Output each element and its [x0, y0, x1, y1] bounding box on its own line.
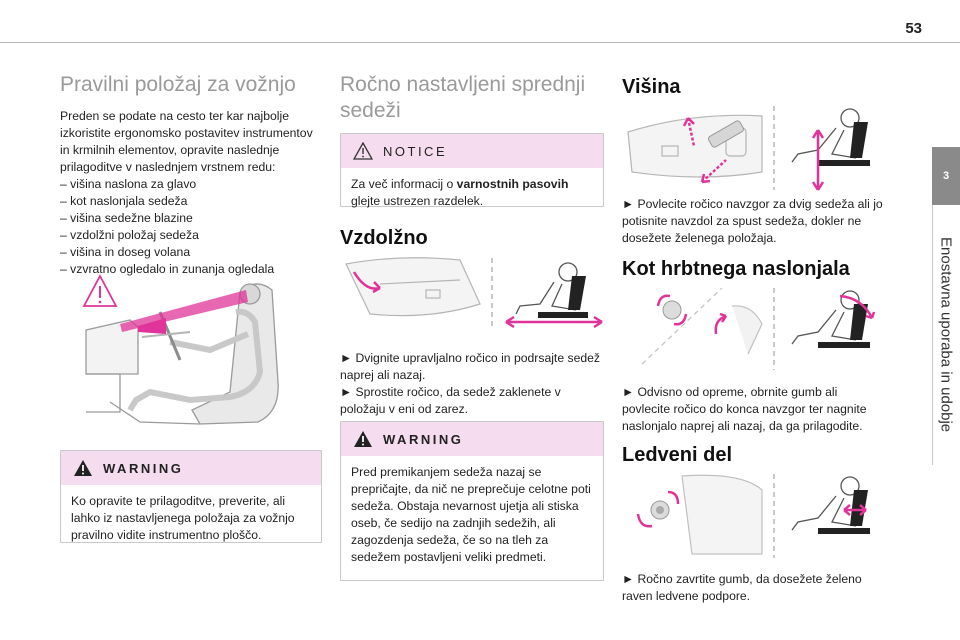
warning-label: WARNING: [383, 431, 464, 447]
seatbelt-link-text: varnostnih pasovih: [456, 177, 569, 191]
notice-text-part: Za več informacij o: [351, 177, 457, 191]
seat-longitudinal-illustration: [345, 257, 603, 330]
warning-box: WARNING Pred premikanjem sedeža nazaj se…: [340, 421, 604, 581]
column-manual-seats: Ročno nastavljeni sprednji sedeži: [340, 72, 604, 124]
adjustment-list: višina naslona za glavo kot naslonjala s…: [60, 176, 322, 278]
list-item: vzvratno ogledalo in zunanja ogledala: [60, 261, 322, 278]
seat-height-illustration: [627, 106, 870, 191]
subsection-title-height: Višina: [622, 76, 681, 98]
backrest-text: ► Odvisno od opreme, obrnite gumb ali po…: [622, 385, 867, 433]
warning-text: Ko opravite te prilagoditve, preverite, …: [71, 494, 295, 542]
lumbar-illustration: [636, 474, 870, 558]
chapter-title: Enostavna uporaba in udobje: [937, 237, 955, 433]
warning-label: WARNING: [103, 460, 184, 476]
list-item: vzdolžni položaj sedeža: [60, 227, 322, 244]
chapter-strip: [932, 205, 960, 465]
column-driving-position: Pravilni položaj za vožnjo Preden se pod…: [60, 72, 322, 278]
header-rule: [0, 42, 960, 43]
warning-box: WARNING Ko opravite te prilagoditve, pre…: [60, 450, 322, 543]
subsection-title-lumbar: Ledveni del: [622, 444, 733, 466]
notice-icon: [353, 142, 373, 160]
notice-header: NOTICE: [341, 134, 603, 168]
backrest-angle-illustration: [641, 287, 876, 370]
notice-label: NOTICE: [383, 143, 448, 159]
driving-position-illustration: [82, 274, 279, 425]
page-number: 53: [905, 20, 922, 37]
warning-header: WARNING: [61, 451, 321, 485]
section-title: Pravilni položaj za vožnjo: [60, 73, 296, 96]
height-text: ► Povlecite ročico navzgor za dvig sedež…: [622, 197, 883, 245]
subsection-title-longitudinal: Vzdolžno: [340, 227, 428, 249]
list-item: kot naslonjala sedeža: [60, 193, 322, 210]
notice-text: Za več informacij o varnostnih pasovih g…: [341, 168, 603, 220]
list-item: višina in doseg volana: [60, 244, 322, 261]
lumbar-text: ► Ročno zavrtite gumb, da dosežete želen…: [622, 572, 862, 603]
list-item: višina naslona za glavo: [60, 176, 322, 193]
step-text: ► Sprostite ročico, da sedež zaklenete v…: [340, 385, 561, 416]
intro-text: Preden se podate na cesto ter kar najbol…: [60, 109, 313, 174]
warning-triangle-icon: [82, 274, 118, 307]
subsection-title-backrest: Kot hrbtnega naslonjala: [622, 258, 850, 280]
notice-box: NOTICE Za več informacij o varnostnih pa…: [340, 133, 604, 208]
step-text: ► Dvignite upravljalno ročico in podrsaj…: [340, 351, 601, 382]
warning-text: Pred premikanjem sedeža nazaj se preprič…: [351, 465, 591, 564]
warning-icon: [354, 431, 372, 447]
list-item: višina sedežne blazine: [60, 210, 322, 227]
chapter-tab[interactable]: 3: [932, 147, 960, 205]
section-title: Ročno nastavljeni sprednji sedeži: [340, 73, 586, 122]
warning-icon: [74, 460, 92, 476]
notice-text-part: glejte ustrezen razdelek.: [351, 194, 484, 208]
longitudinal-steps: ► Dvignite upravljalno ročico in podrsaj…: [340, 350, 604, 418]
warning-header: WARNING: [341, 422, 603, 456]
